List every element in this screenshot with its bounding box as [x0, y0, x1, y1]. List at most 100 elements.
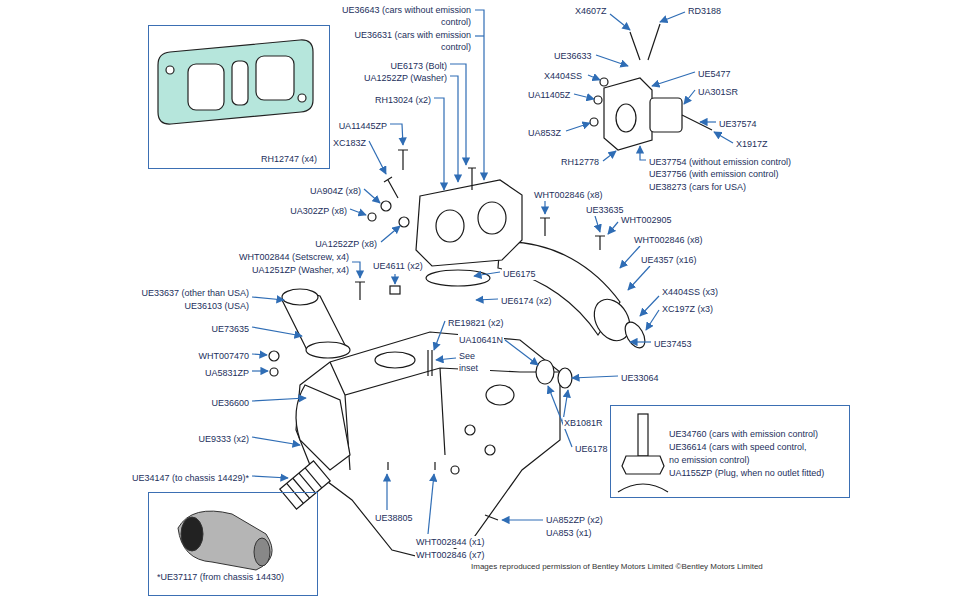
leader-arrow — [574, 94, 594, 99]
leader-arrow — [566, 123, 590, 131]
casting-port — [375, 352, 415, 368]
part-number: WHT002846 (x8) — [633, 234, 704, 246]
leader-arrow — [700, 121, 716, 122]
casting-hole — [485, 445, 495, 455]
valve-body — [604, 78, 652, 150]
leader-arrow — [596, 55, 628, 66]
leader-arrow — [660, 12, 685, 22]
stud-drawing — [618, 414, 668, 492]
valve-washer — [600, 78, 608, 86]
valve-port — [616, 104, 636, 132]
leader-arrow — [364, 189, 380, 203]
valve-pin — [630, 24, 660, 60]
screw — [540, 218, 550, 236]
leader-arrow — [381, 226, 400, 242]
leader-arrow — [428, 474, 434, 534]
leader-arrow — [252, 297, 284, 300]
leader-arrow — [628, 266, 650, 290]
part-number: UA1252ZP (x8) — [314, 238, 378, 250]
gasket-port — [232, 61, 248, 105]
stud-base — [618, 484, 668, 492]
part-number: UA302ZP (x8) — [289, 205, 348, 217]
leader-arrow — [640, 146, 646, 160]
part-number: UE37756 (with emission control) — [648, 168, 780, 180]
part-number: X4607Z — [574, 5, 608, 17]
casting-detail — [330, 362, 560, 470]
valve-drawing — [590, 24, 712, 150]
gasket-port — [188, 64, 224, 110]
inset-caption: *UE37117 (from chassis 14430) — [157, 571, 315, 584]
part-number: WHT007470 — [197, 350, 250, 362]
housing-port — [478, 202, 506, 234]
gasket-port — [256, 56, 294, 100]
elbow-opening — [282, 289, 318, 305]
manifold-drawing — [269, 150, 649, 560]
part-number: UE34147 (to chassis 14429)* — [131, 472, 250, 484]
housing-gasket — [426, 270, 490, 286]
part-number: UE6174 (x2) — [500, 295, 553, 307]
part-number: UE37754 (without emission control) — [648, 156, 792, 168]
part-number: UE4357 (x16) — [640, 254, 698, 266]
stud-shaft — [638, 414, 648, 456]
housing-bolt — [468, 168, 476, 190]
part-number: UA11445ZP — [338, 120, 388, 132]
washer — [399, 217, 409, 227]
part-number: UE37453 — [653, 338, 693, 350]
bolt — [398, 150, 408, 170]
outlet-drawing — [178, 511, 272, 570]
leader-arrow — [252, 398, 306, 401]
part-number: X4404SS (x3) — [661, 286, 719, 298]
leader-arrow — [434, 98, 444, 190]
hose-ribs — [287, 468, 322, 503]
part-number: UE5477 — [697, 68, 732, 80]
leader-arrow — [436, 358, 456, 360]
plug — [269, 351, 279, 361]
part-number: UE6175 — [502, 268, 537, 280]
gasket-hole — [166, 66, 174, 74]
thermostat-housing — [416, 180, 522, 266]
leader-arrow — [640, 296, 659, 316]
leader-arrow — [434, 321, 445, 350]
leader-arrow — [610, 14, 630, 30]
part-number: WHT002844 (Setscrew, x4) — [238, 251, 350, 263]
leader-arrow — [352, 262, 360, 278]
part-number: UE36633 — [553, 50, 593, 62]
bolt — [384, 177, 398, 198]
inset-caption: UE34760 (cars with emission control) — [669, 428, 847, 441]
screw — [388, 462, 435, 470]
outlet-body — [178, 511, 272, 570]
part-number: RE19821 (x2) — [447, 317, 505, 329]
part-number: UA853 (x1) — [545, 527, 593, 539]
leader-arrow — [369, 141, 386, 174]
leader-arrow — [476, 299, 498, 300]
part-number: UE36600 — [210, 397, 250, 409]
part-number: See inset — [458, 350, 490, 374]
leader-arrow — [450, 76, 458, 182]
leader-arrow — [603, 151, 616, 161]
leader-arrow — [390, 124, 403, 145]
seal-ring — [536, 360, 554, 384]
gasket-drawing — [158, 40, 313, 124]
washer — [270, 368, 278, 376]
leader-arrow — [252, 354, 267, 355]
stud — [428, 350, 432, 376]
part-number: UE36631 (cars with emission control) — [348, 29, 472, 53]
part-number: UE33637 (other than USA) — [140, 287, 250, 299]
part-number: UE36643 (cars without emission control) — [334, 4, 472, 28]
part-number: WHT002846 (x7) — [415, 549, 486, 561]
leader-arrow — [502, 519, 543, 520]
gasket-outline — [158, 40, 313, 124]
part-number: RH12778 — [560, 156, 600, 168]
washer — [381, 201, 391, 211]
leader-arrow — [588, 75, 600, 80]
leader-arrow — [646, 310, 659, 330]
leader-arrow — [595, 216, 600, 232]
part-number: UA10641N — [458, 334, 504, 346]
leader-arrow — [252, 476, 288, 478]
part-number: RD3188 — [687, 5, 722, 17]
part-number: WHT002905 — [620, 214, 673, 226]
inset-caption: UE36614 (cars with speed control, no emi… — [669, 441, 814, 466]
